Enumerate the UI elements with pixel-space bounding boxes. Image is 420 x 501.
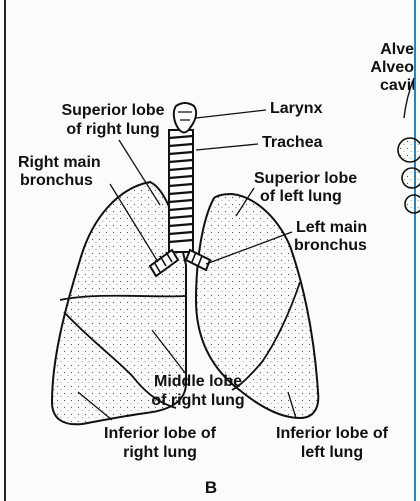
left-lung-outline (194, 192, 320, 420)
larynx (172, 102, 198, 134)
label-inferior-right-2: right lung (123, 444, 197, 461)
label-superior-left-2: of left lung (260, 188, 342, 205)
label-alveoli-2: Alveo (370, 59, 414, 76)
left-oblique-fissure (231, 281, 301, 391)
panel-letter: B (204, 478, 218, 497)
right-oblique-fissure (63, 311, 177, 409)
right-horizontal-fissure (59, 294, 187, 301)
label-inferior-right-1: Inferior lobe of (104, 425, 216, 442)
label-middle-right-1: Middle lobe (154, 373, 242, 390)
label-larynx: Larynx (270, 100, 323, 117)
right-lung-outline (50, 180, 187, 426)
label-left-bronchus-2: bronchus (294, 237, 367, 254)
label-superior-right-1: Superior lobe (61, 102, 165, 119)
label-right-bronchus-1: Right main (18, 154, 101, 171)
label-superior-right-2: of right lung (66, 121, 160, 138)
left-main-bronchus (184, 248, 212, 272)
page-border-right (414, 0, 416, 501)
label-alveoli-3: cavit (380, 77, 414, 94)
alveoli-partial (397, 77, 420, 214)
label-left-bronchus-1: Left main (296, 219, 368, 236)
trachea (168, 129, 194, 253)
label-right-bronchus-2: bronchus (20, 172, 93, 189)
label-trachea: Trachea (262, 134, 323, 151)
label-alveoli-1: Alve (380, 41, 414, 58)
label-inferior-left-2: left lung (300, 444, 364, 461)
label-inferior-left-1: Inferior lobe of (276, 425, 388, 442)
page-border-left (4, 0, 6, 501)
label-middle-right-2: of right lung (151, 392, 245, 409)
label-superior-left-1: Superior lobe (254, 170, 358, 187)
